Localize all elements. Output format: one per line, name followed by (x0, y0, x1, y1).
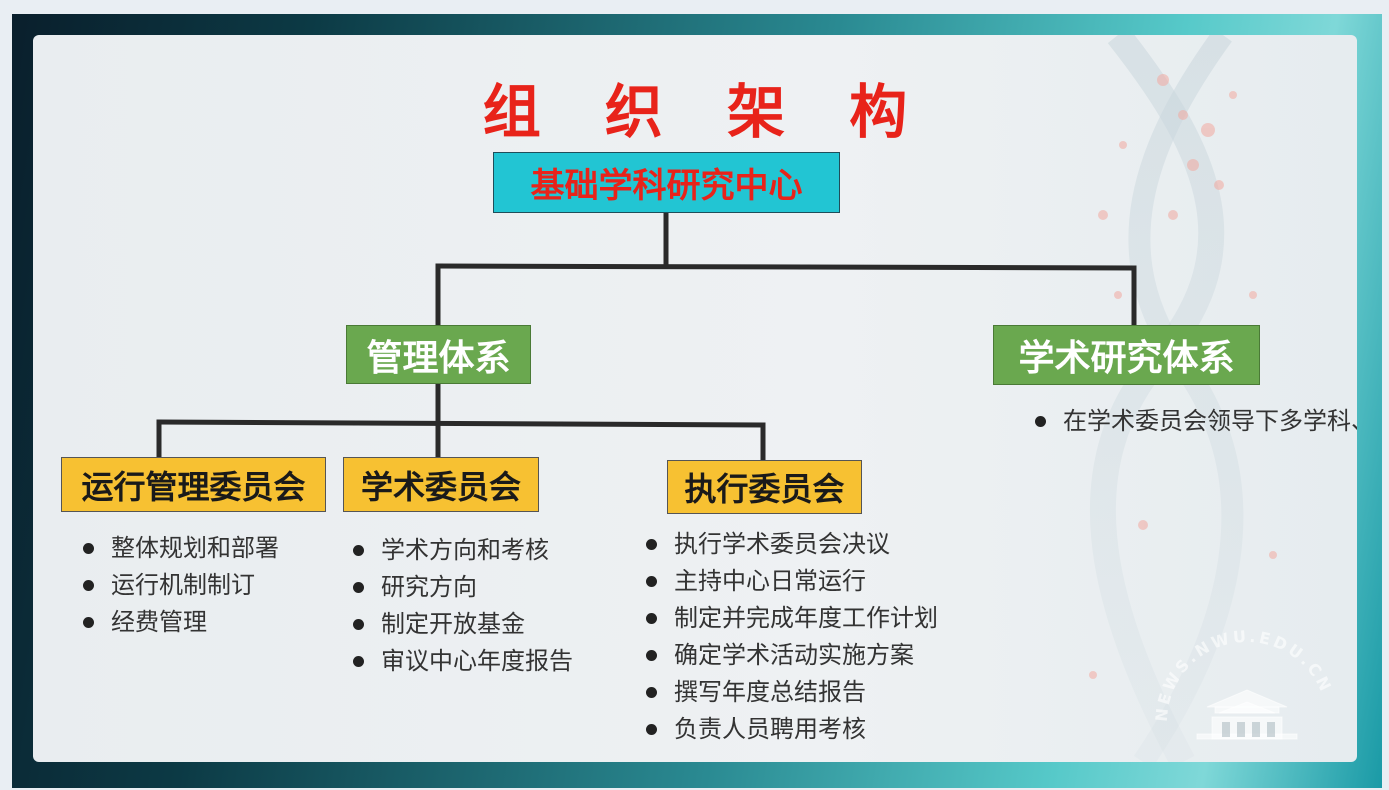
connector-level2-bar (156, 419, 766, 428)
academic-research-system-duties: 在学术委员会领导下多学科、多研究方向合作交流制 (1026, 403, 1357, 440)
watermark-logo: NEWS.NWU.EDU.CN (1152, 627, 1333, 740)
list-item: 研究方向 (344, 569, 573, 606)
list-item: 负责人员聘用考核 (637, 711, 938, 748)
operations-committee-duties: 整体规划和部署 运行机制制订 经费管理 (74, 530, 279, 641)
list-item: 执行学术委员会决议 (637, 526, 938, 563)
node-academic-research-system: 学术研究体系 (993, 325, 1260, 385)
list-item: 确定学术活动实施方案 (637, 637, 938, 674)
list-item: 撰写年度总结报告 (637, 674, 938, 711)
org-connectors (156, 210, 1137, 463)
academic-committee-duties: 学术方向和考核 研究方向 制定开放基金 审议中心年度报告 (344, 532, 573, 680)
list-item: 经费管理 (74, 604, 279, 641)
list-item: 学术方向和考核 (344, 532, 573, 569)
connector-level1-bar (435, 263, 1137, 271)
root-node: 基础学科研究中心 (493, 152, 840, 213)
list-item: 整体规划和部署 (74, 530, 279, 567)
page-title: 组 织 架 构 (482, 78, 930, 146)
node-operations-committee: 运行管理委员会 (61, 457, 326, 512)
executive-committee-duties: 执行学术委员会决议 主持中心日常运行 制定并完成年度工作计划 确定学术活动实施方… (637, 526, 938, 748)
node-academic-committee: 学术委员会 (343, 457, 539, 512)
list-item: 制定开放基金 (344, 606, 573, 643)
list-item: 在学术委员会领导下多学科、多研究方向合作交流制 (1026, 403, 1357, 440)
list-item: 审议中心年度报告 (344, 643, 573, 680)
slide-panel: 组 织 架 构 基础学科研究中心 管理体系 学术研究体系 运行管理委员会 学术委… (33, 35, 1357, 762)
node-executive-committee: 执行委员会 (667, 460, 862, 514)
node-management-system: 管理体系 (346, 325, 531, 384)
list-item: 制定并完成年度工作计划 (637, 600, 938, 637)
list-item: 主持中心日常运行 (637, 563, 938, 600)
list-item: 运行机制制订 (74, 567, 279, 604)
